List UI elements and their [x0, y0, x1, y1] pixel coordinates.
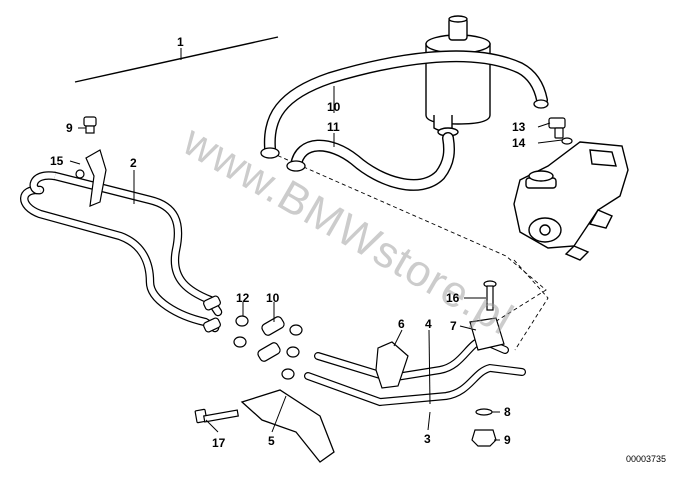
callout-15: 15	[50, 154, 64, 168]
cooling-coil	[20, 149, 223, 333]
screw	[483, 280, 497, 311]
callout-5: 5	[268, 434, 275, 448]
reference-dashes	[264, 149, 549, 351]
callout-8: 8	[504, 405, 511, 419]
pipe-bracket	[375, 341, 409, 389]
callout-4: 4	[425, 317, 432, 331]
callout-6: 6	[398, 317, 405, 331]
callout-1: 1	[177, 35, 184, 49]
callout-17: 17	[212, 436, 226, 450]
callout-14: 14	[512, 136, 526, 150]
leader-lines	[69, 86, 563, 441]
hose-clamp	[533, 99, 549, 109]
reservoir	[425, 15, 491, 137]
callouts: 1 2 3 4 5 6 7 8 9 9 10 10 11 12 13 14 15…	[50, 35, 526, 450]
return-hose	[263, 50, 548, 154]
callout-10-top: 10	[327, 100, 341, 114]
callout-10-row: 10	[266, 291, 280, 305]
callout-11: 11	[327, 120, 340, 134]
callout-13: 13	[512, 120, 526, 134]
steering-pump	[513, 141, 629, 261]
washer	[475, 408, 493, 416]
hex-bolt	[194, 408, 239, 424]
pressure-pipes	[304, 335, 526, 407]
hose-clamps-row	[203, 295, 303, 380]
hose-clamp	[286, 160, 306, 172]
nut	[471, 429, 497, 447]
callout-3: 3	[424, 432, 431, 446]
assembly-line	[74, 36, 279, 83]
bolt	[83, 116, 97, 134]
union-fitting	[548, 117, 573, 145]
callout-9-top: 9	[66, 121, 73, 135]
callout-2: 2	[130, 156, 137, 170]
callout-7: 7	[450, 319, 457, 333]
mounting-bracket	[240, 389, 335, 463]
callout-9-bottom: 9	[504, 433, 511, 447]
callout-16: 16	[446, 291, 460, 305]
callout-12: 12	[236, 291, 250, 305]
catalog-number: 00003735	[626, 454, 666, 464]
pipe-clip	[469, 317, 505, 351]
hose-clamp	[260, 147, 280, 159]
